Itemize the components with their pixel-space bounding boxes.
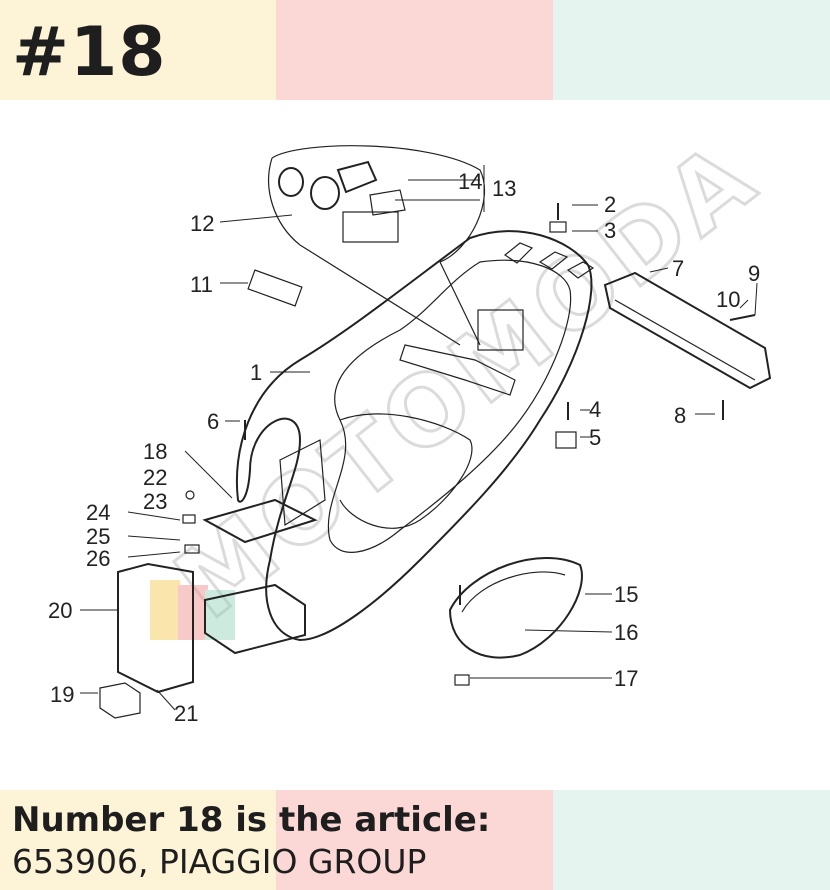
label-1: 1 (250, 360, 262, 385)
part-number-title: #18 (12, 13, 167, 92)
label-4: 4 (589, 397, 601, 422)
label-22: 22 (143, 465, 167, 490)
article-caption-details: 653906, PIAGGIO GROUP (12, 842, 427, 881)
label-14: 14 (458, 169, 482, 194)
svg-text:MOTOMODA: MOTOMODA (155, 119, 778, 640)
label-5: 5 (589, 425, 601, 450)
battery-box (99, 269, 318, 719)
label-8: 8 (674, 403, 686, 428)
label-16: 16 (614, 620, 638, 645)
label-6: 6 (207, 409, 219, 434)
header-band-pink (276, 0, 553, 100)
seat-cover (448, 556, 583, 659)
footer-band-yellow (0, 790, 276, 890)
label-3: 3 (604, 218, 616, 243)
helmet-compartment (235, 230, 595, 642)
label-13: 13 (492, 176, 516, 201)
leader-lines (80, 165, 758, 711)
label-20: 20 (48, 598, 72, 623)
detail-circle (268, 145, 485, 346)
part-labels: 1 2 3 4 5 6 7 8 9 10 11 12 13 14 15 16 1… (48, 169, 760, 726)
label-7: 7 (672, 256, 684, 281)
header-band-yellow (0, 0, 276, 100)
rear-bracket (603, 271, 772, 390)
label-23: 23 (143, 489, 167, 514)
label-10: 10 (716, 287, 740, 312)
label-2: 2 (604, 192, 616, 217)
label-11: 11 (190, 272, 213, 297)
label-19: 19 (50, 682, 74, 707)
footer-band-pink (276, 790, 553, 890)
article-caption-heading: Number 18 is the article: (12, 800, 491, 840)
watermark-logo: MOTOMODA (154, 118, 780, 642)
label-25: 25 (86, 524, 110, 549)
screws (182, 203, 756, 686)
header-band-mint (553, 0, 830, 100)
label-26: 26 (86, 546, 110, 571)
exploded-parts-diagram: MOTOMODA (48, 118, 780, 726)
footer-band-mint (553, 790, 830, 890)
label-15: 15 (614, 582, 638, 607)
label-18: 18 (143, 439, 167, 464)
label-24: 24 (86, 500, 110, 525)
label-12: 12 (190, 211, 214, 236)
label-21: 21 (174, 701, 198, 726)
label-9: 9 (748, 261, 760, 286)
label-17: 17 (614, 666, 638, 691)
